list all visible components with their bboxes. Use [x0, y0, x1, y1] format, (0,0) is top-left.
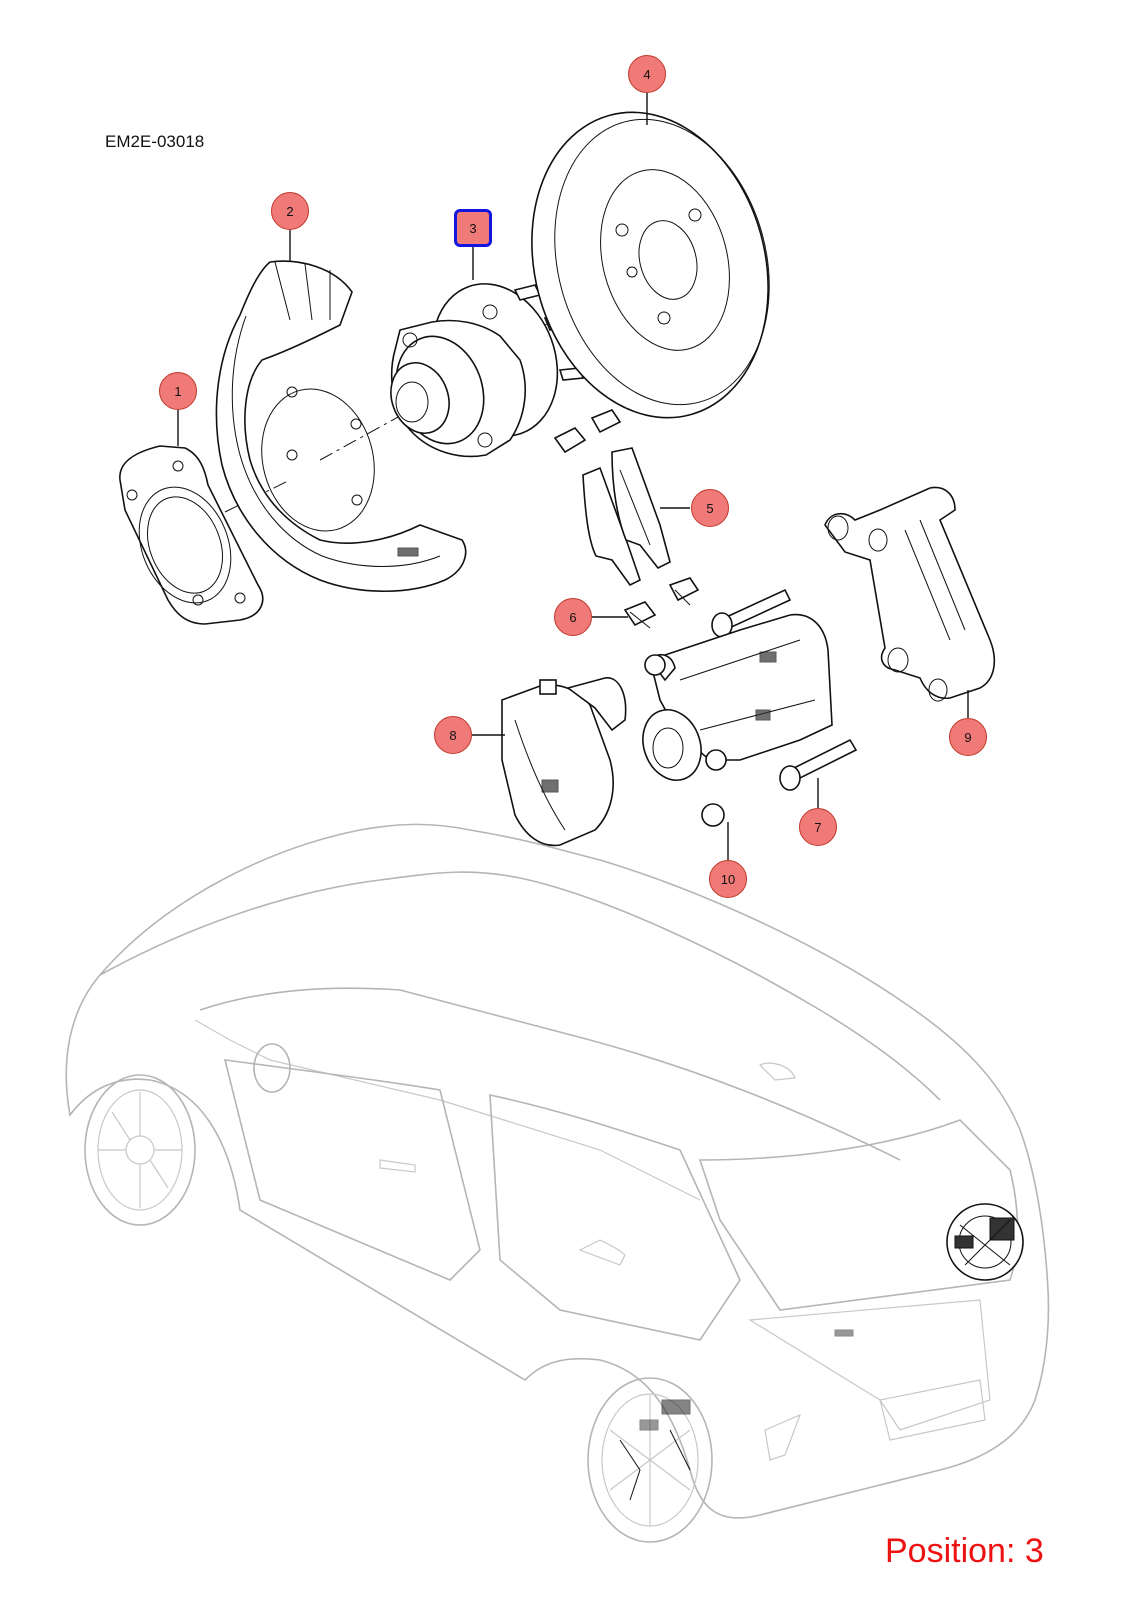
callout-7[interactable]: 7 — [799, 808, 837, 846]
leader-lines — [177, 93, 969, 860]
callout-6[interactable]: 6 — [554, 598, 592, 636]
callout-10[interactable]: 10 — [709, 860, 747, 898]
callout-3[interactable]: 3 — [454, 209, 492, 247]
part-9-caliper-bracket — [824, 486, 996, 702]
part-10-caliper-body — [642, 613, 833, 827]
part-2-dust-shield — [215, 260, 467, 593]
part-5-brake-pads — [553, 409, 671, 587]
document-code: EM2E-03018 — [105, 132, 205, 151]
callout-4[interactable]: 4 — [628, 55, 666, 93]
callout-5[interactable]: 5 — [691, 489, 729, 527]
part-6-pad-clips — [623, 577, 700, 629]
position-label: Position: 3 — [885, 1532, 1044, 1570]
part-8-actuator-motor — [501, 677, 627, 847]
part-7-guide-pins — [711, 588, 858, 791]
callout-9[interactable]: 9 — [949, 718, 987, 756]
part-4-brake-disc — [531, 111, 770, 419]
callout-1[interactable]: 1 — [159, 372, 197, 410]
vehicle-outline — [65, 823, 1050, 1543]
callout-2[interactable]: 2 — [271, 192, 309, 230]
callout-8[interactable]: 8 — [434, 716, 472, 754]
